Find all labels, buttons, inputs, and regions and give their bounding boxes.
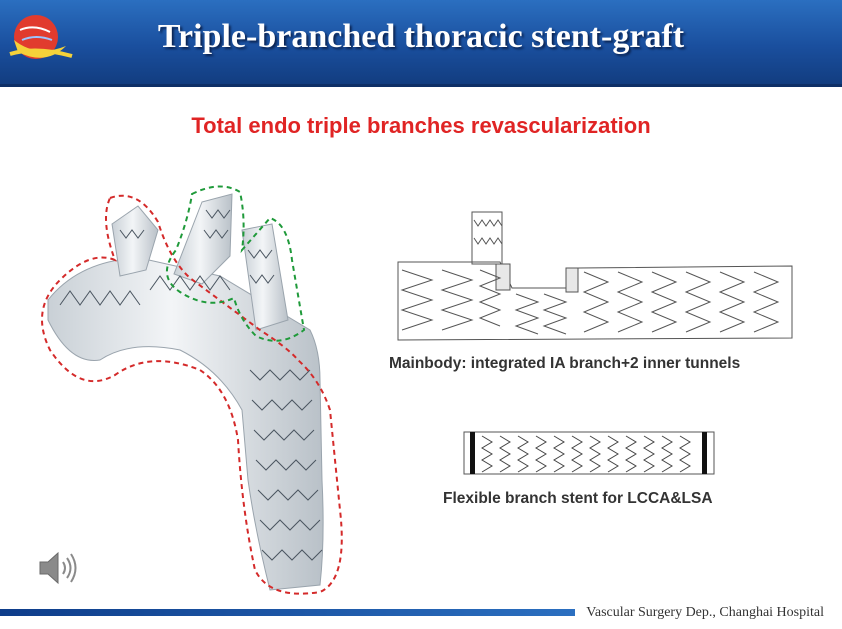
footer-text: Vascular Surgery Dep., Changhai Hospital [586,605,824,620]
slide-title: Triple-branched thoracic stent-graft [157,18,685,55]
speaker-icon[interactable] [36,548,80,588]
branch-stent-diagram [463,431,715,475]
hospital-logo-icon [9,15,73,59]
mainbody-caption: Mainbody: integrated IA branch+2 inner t… [389,355,741,372]
branch-caption: Flexible branch stent for LCCA&LSA [443,490,713,507]
mainbody-diagram [397,211,793,341]
footer-divider [0,609,575,616]
stent-graft-illustration [41,185,343,595]
slide-header: Triple-branched thoracic stent-graft [0,0,842,87]
slide-subtitle: Total endo triple branches revasculariza… [191,113,651,138]
